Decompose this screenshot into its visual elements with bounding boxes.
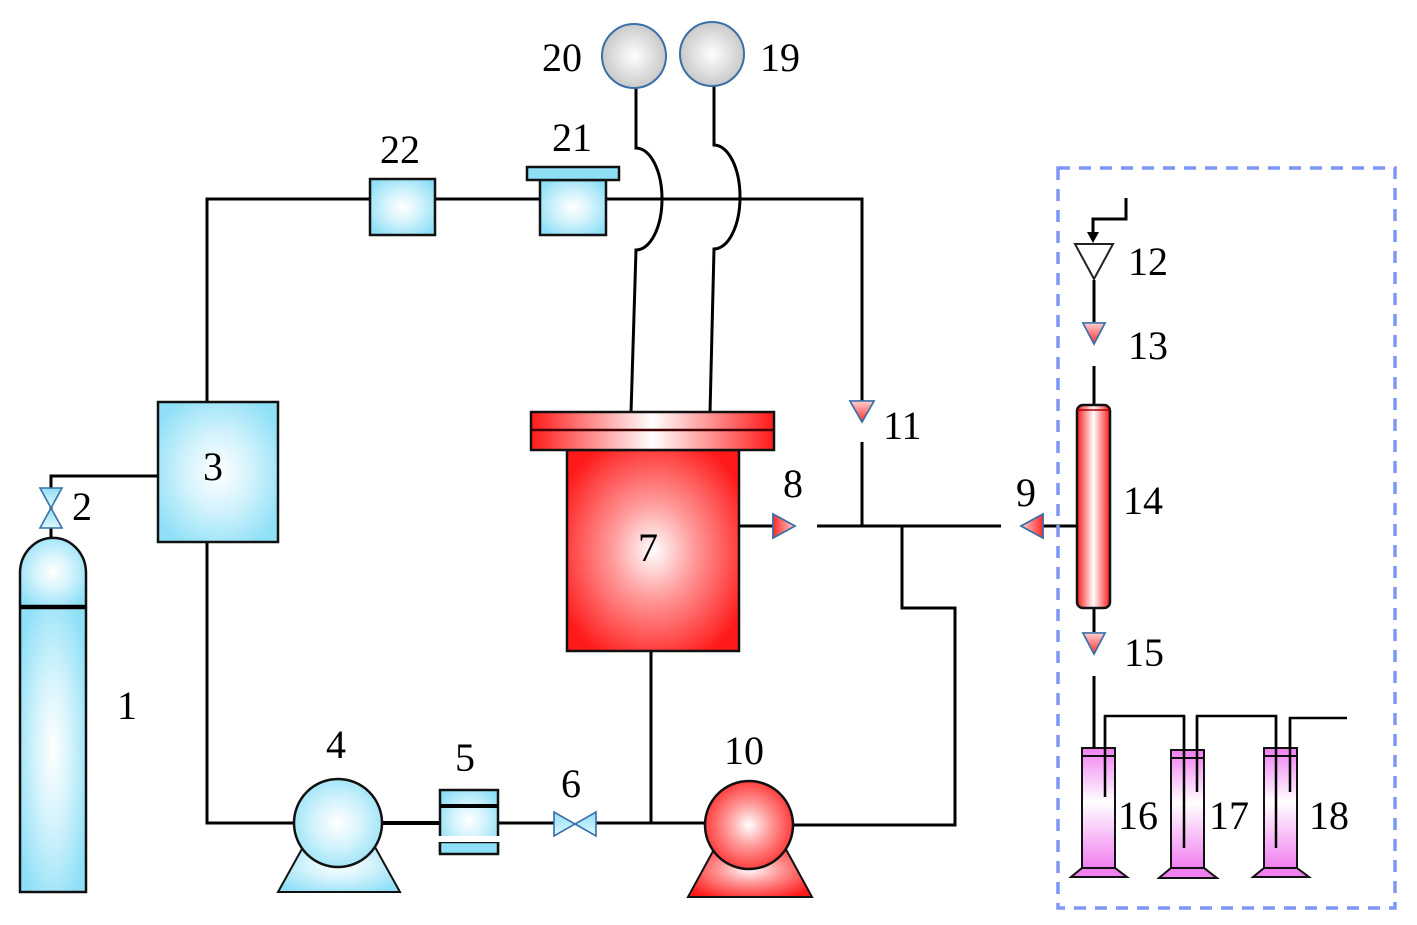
component-labels: 1 2 3 4 5 6 7 8 9 10 11 12 13 14 15 16 1… bbox=[72, 35, 1349, 838]
label-1: 1 bbox=[117, 683, 137, 728]
label-17: 17 bbox=[1209, 793, 1249, 838]
pipe-pump10-return bbox=[793, 526, 957, 827]
label-7: 7 bbox=[638, 525, 658, 570]
label-14: 14 bbox=[1123, 478, 1163, 523]
filter-22[interactable] bbox=[368, 177, 437, 237]
valve-2[interactable] bbox=[38, 487, 64, 529]
filter-5[interactable] bbox=[438, 788, 500, 856]
pipe-cylinder-to-tank bbox=[49, 474, 160, 540]
label-22: 22 bbox=[380, 127, 420, 172]
pipe-gauge20 bbox=[629, 86, 664, 414]
label-20: 20 bbox=[542, 35, 582, 80]
label-8: 8 bbox=[783, 461, 803, 506]
tank-3[interactable] bbox=[156, 400, 280, 544]
label-16: 16 bbox=[1118, 793, 1158, 838]
funnel-12[interactable] bbox=[1073, 232, 1115, 282]
pipe-funnel-inlet bbox=[1091, 198, 1128, 232]
label-19: 19 bbox=[760, 35, 800, 80]
valve-8[interactable] bbox=[772, 512, 797, 540]
pipe-tank-up bbox=[205, 197, 370, 402]
label-18: 18 bbox=[1309, 793, 1349, 838]
valve-15[interactable] bbox=[1081, 632, 1107, 656]
valve-13[interactable] bbox=[1081, 322, 1107, 346]
pressure-gauge-20[interactable] bbox=[601, 23, 667, 89]
bottle-dip-tubes bbox=[1092, 716, 1292, 848]
label-13: 13 bbox=[1128, 323, 1168, 368]
pump-10[interactable] bbox=[686, 779, 814, 898]
pipe-18-outlet bbox=[1288, 716, 1347, 792]
sampling-boundary bbox=[1056, 166, 1397, 910]
pipe-tank-to-pump4 bbox=[205, 541, 294, 825]
column-14[interactable] bbox=[1075, 403, 1112, 610]
label-5: 5 bbox=[455, 735, 475, 780]
gas-washing-bottle-18[interactable] bbox=[1250, 747, 1312, 878]
valve-11[interactable] bbox=[848, 400, 876, 424]
label-2: 2 bbox=[72, 484, 92, 529]
valve-6[interactable] bbox=[553, 810, 597, 838]
reactor-vessel-7[interactable] bbox=[529, 410, 776, 653]
label-9: 9 bbox=[1016, 470, 1036, 515]
label-11: 11 bbox=[883, 403, 922, 448]
label-10: 10 bbox=[724, 728, 764, 773]
valve-9[interactable] bbox=[1019, 512, 1044, 540]
pipe-21-to-11 bbox=[606, 197, 864, 402]
label-15: 15 bbox=[1124, 630, 1164, 675]
label-21: 21 bbox=[552, 115, 592, 160]
pipe-gauge19 bbox=[708, 85, 742, 414]
label-4: 4 bbox=[326, 722, 346, 767]
label-3: 3 bbox=[203, 444, 223, 489]
gas-washing-bottle-16[interactable] bbox=[1068, 747, 1130, 878]
flow-meter-21[interactable] bbox=[525, 165, 621, 237]
pump-4[interactable] bbox=[276, 777, 402, 893]
gas-washing-bottle-17[interactable] bbox=[1156, 749, 1220, 879]
label-6: 6 bbox=[561, 761, 581, 806]
pressure-gauge-19[interactable] bbox=[679, 21, 745, 87]
label-12: 12 bbox=[1128, 239, 1168, 284]
gas-cylinder[interactable] bbox=[18, 536, 88, 894]
